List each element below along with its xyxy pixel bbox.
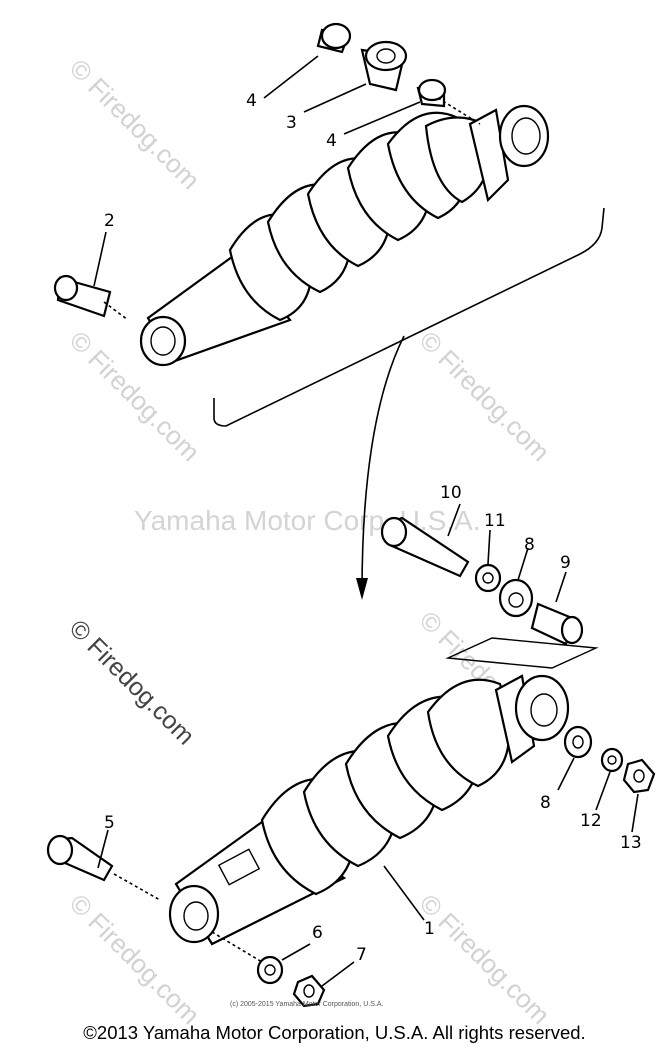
callout-4-middle: 4: [326, 131, 337, 151]
upper-lower-eye-hole: [150, 326, 176, 356]
watermark-firedog-6: © Firedog.com: [414, 888, 556, 1030]
lower-eye-hole: [183, 901, 209, 931]
lower-spring: [260, 678, 511, 896]
part-washer-11: [474, 563, 502, 593]
lower-eye: [168, 884, 220, 944]
part-nut-7: [292, 974, 326, 1008]
callout-13: 13: [620, 833, 642, 853]
watermark-yamaha-center: Yamaha Motor Corp, U.S.A.: [134, 505, 481, 536]
part-washer-6: [256, 955, 284, 985]
part-collar-middle: [416, 78, 447, 108]
part-bolt-5: [46, 834, 114, 882]
callout-3: 3: [286, 113, 297, 133]
callout-7: 7: [356, 945, 367, 965]
upper-axis-line: [103, 301, 129, 321]
upper-top-eye-hole: [511, 117, 541, 155]
callout-4-upper: 4: [246, 91, 257, 111]
connector-arrowhead: [356, 578, 368, 600]
callout-9: 9: [560, 553, 571, 573]
upper-bracket: [213, 207, 605, 427]
lower-axis-line-2: [211, 931, 263, 963]
part-washer-12: [600, 747, 624, 773]
callout-1: 1: [424, 919, 435, 939]
lower-label-plate: [217, 848, 261, 886]
upper-spring: [228, 111, 490, 322]
part-collar-9: [530, 602, 584, 646]
upper-adjuster-ring: [468, 108, 510, 203]
callout-leaders: [93, 55, 639, 987]
callouts: 4 3 4 2 10 11 8 9 1 8 12 13 5 6 7: [104, 91, 642, 965]
part-collar-upper: [316, 22, 352, 54]
upper-axis-line-2: [437, 97, 481, 125]
callout-5: 5: [104, 813, 115, 833]
part-collar-2: [53, 274, 112, 318]
watermark-firedog-3: © Firedog.com: [414, 325, 556, 467]
lower-top-eye: [514, 674, 570, 742]
part-seal-8-lower: [563, 725, 593, 759]
part-seal-8-upper: [498, 578, 534, 618]
callout-8-upper: 8: [524, 535, 535, 555]
footer-copyright: ©2013 Yamaha Motor Corporation, U.S.A. A…: [83, 1022, 586, 1043]
credit-line: (c) 2005-2015 Yamaha Motor Corporation, …: [230, 1001, 383, 1008]
callout-11: 11: [484, 511, 506, 531]
watermark-firedog-dark: © Firedog.com: [64, 614, 200, 750]
part-bushing: [360, 40, 408, 92]
upper-lower-eye: [139, 315, 187, 367]
lower-shock-assembly: [46, 516, 656, 1008]
callout-6: 6: [312, 923, 323, 943]
callout-8-lower: 8: [540, 793, 551, 813]
watermark-firedog-1: © Firedog.com: [64, 53, 206, 195]
lower-axis-line: [113, 873, 161, 901]
lower-parallelogram: [445, 637, 599, 669]
connector-arrow: [361, 335, 405, 593]
callout-12: 12: [580, 811, 602, 831]
lower-top-eye-hole: [530, 693, 558, 727]
part-bolt-10: [380, 516, 470, 578]
part-nut-13: [622, 758, 656, 794]
callout-2: 2: [104, 211, 115, 231]
upper-shock-assembly: [53, 22, 605, 427]
upper-top-eye: [498, 104, 550, 168]
callout-10: 10: [440, 483, 462, 503]
